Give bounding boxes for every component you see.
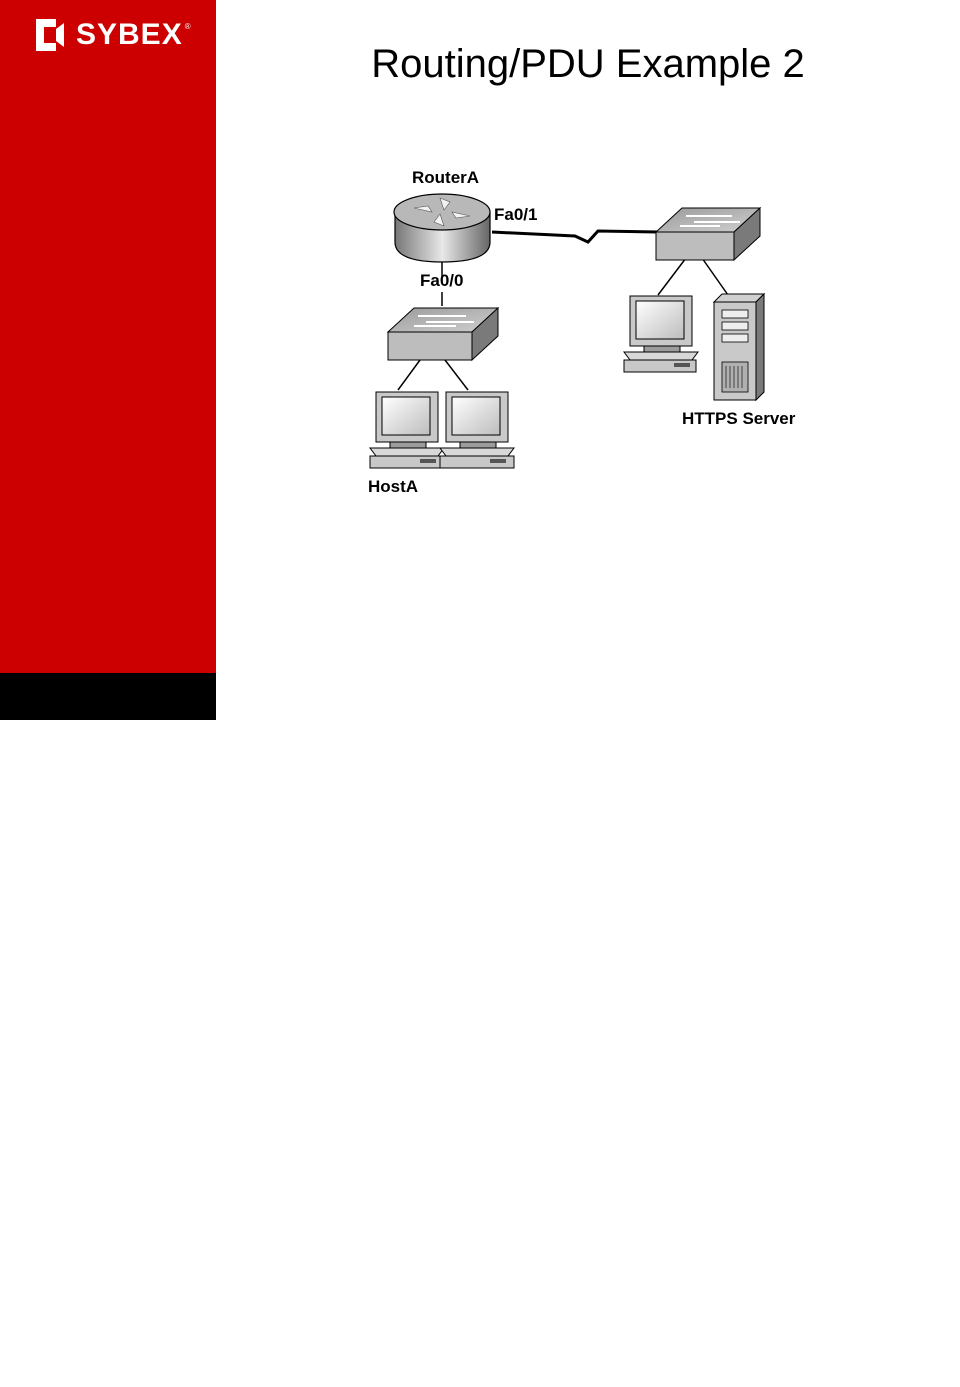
sybex-mark-icon [36, 19, 64, 51]
link-wan-switch-server [701, 257, 729, 296]
sybex-logo: SYBEX ® [30, 14, 191, 56]
sybex-wordmark: SYBEX [76, 18, 183, 51]
link-wan-switch-pc [657, 257, 687, 296]
wiley-wordmark: WILEY [78, 1353, 180, 1384]
host-computer-icon [439, 391, 515, 469]
registered-mark: ® [184, 22, 191, 31]
slide-title: Routing/PDU Example 2 [371, 42, 805, 86]
host-a-label: HostA [368, 477, 418, 496]
router-icon [393, 193, 491, 263]
router-iface-lan-label: Fa0/0 [420, 271, 463, 290]
router-label: RouterA [412, 168, 479, 187]
link-lan-switch-host2 [444, 359, 469, 391]
wan-switch-icon [654, 206, 762, 262]
link-lan-switch-host1 [397, 359, 421, 391]
wiley-emblem-icon [41, 1354, 71, 1384]
network-diagram: RouterA Fa0/1 Fa0/0 HostA [368, 168, 796, 496]
sidebar: SYBEX ® [0, 0, 216, 673]
footer-bar: WILEY [0, 673, 216, 1384]
https-server-label: HTTPS Server [682, 409, 796, 428]
remote-computer-icon [623, 295, 699, 373]
wan-link-zigzag [491, 229, 659, 244]
host-a-computer-icon [369, 391, 445, 469]
lan-switch-icon [386, 306, 500, 362]
https-server-icon [712, 292, 766, 402]
wiley-logo: WILEY [40, 1351, 179, 1387]
router-iface-wan-label: Fa0/1 [494, 205, 537, 224]
